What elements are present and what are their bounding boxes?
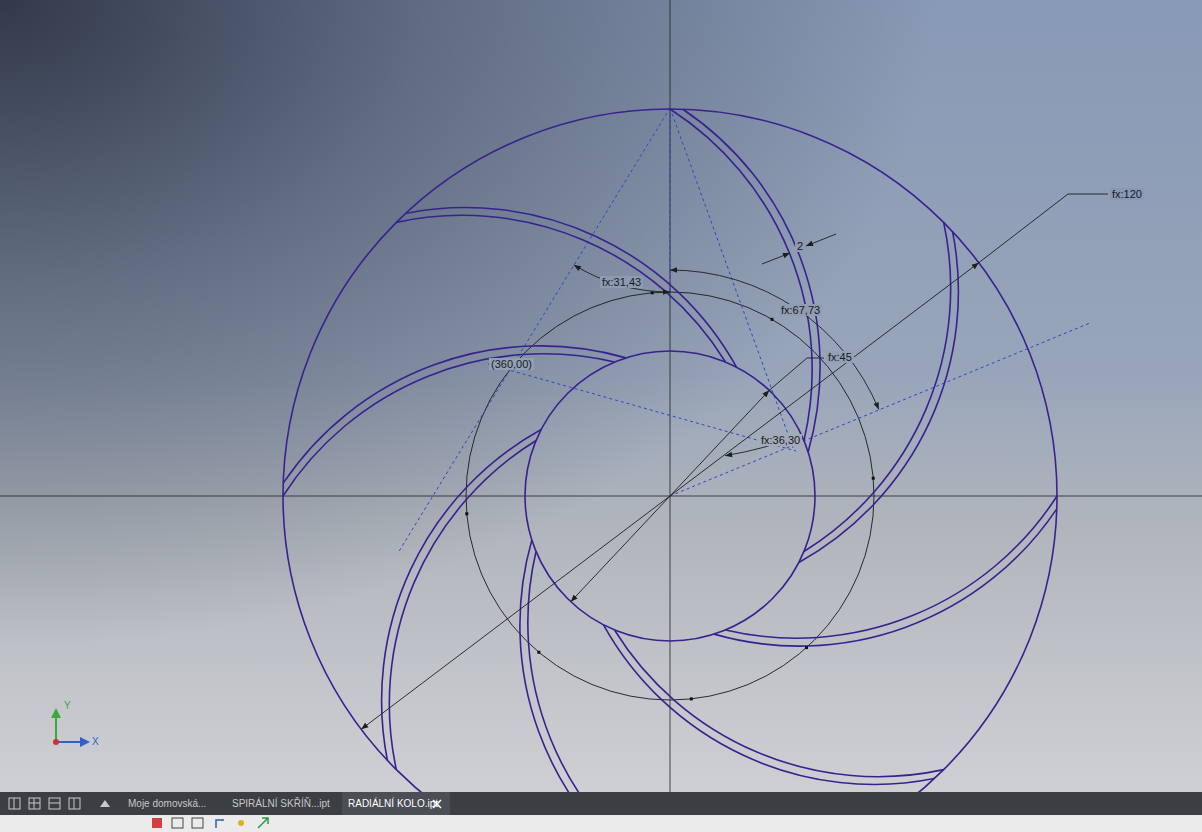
blade-line bbox=[799, 232, 959, 563]
linear-dimension bbox=[806, 234, 836, 246]
blade-line bbox=[382, 429, 542, 760]
x-axis-line bbox=[0, 496, 1202, 497]
view-icon bbox=[29, 803, 40, 804]
dimension-leader bbox=[979, 194, 1108, 263]
view-icon bbox=[9, 798, 20, 809]
sketch-point bbox=[872, 477, 875, 480]
dimension-value: fx:67,73 bbox=[779, 304, 822, 316]
hub-circle bbox=[525, 351, 815, 641]
tool-icon bbox=[216, 820, 224, 828]
blade-line bbox=[520, 540, 657, 832]
construction-circle bbox=[466, 292, 874, 700]
tab-menu-icon bbox=[100, 800, 110, 807]
sketch-point bbox=[805, 646, 808, 649]
diameter-dimension bbox=[571, 496, 670, 602]
sketch-point bbox=[771, 318, 774, 321]
diameter-dimension bbox=[670, 390, 769, 496]
view-icon bbox=[29, 798, 40, 809]
blade-line bbox=[406, 208, 737, 368]
y-axis-line bbox=[670, 0, 671, 792]
triad-y-axis bbox=[55, 716, 57, 742]
dimension-value: fx:120 bbox=[1110, 188, 1144, 200]
triad-x-axis bbox=[56, 741, 82, 743]
blade-line bbox=[389, 441, 536, 770]
tool-strip bbox=[0, 815, 1202, 832]
blade-line bbox=[714, 509, 1057, 646]
axis-label: X bbox=[92, 736, 99, 747]
dimension-value: fx:45 bbox=[826, 351, 854, 363]
triad-x-arrow bbox=[80, 737, 90, 747]
dimension-value: (360,00) bbox=[489, 358, 534, 370]
view-icon bbox=[49, 798, 60, 809]
blade-line bbox=[804, 222, 951, 551]
axis-label: Y bbox=[64, 700, 71, 711]
triad-y-arrow bbox=[51, 708, 61, 718]
blade-line bbox=[603, 625, 934, 785]
dimension-value: 2 bbox=[795, 240, 805, 252]
outer-circle bbox=[283, 109, 1057, 832]
blade-line bbox=[528, 551, 670, 832]
view-icon bbox=[69, 798, 80, 809]
tool-icon bbox=[172, 818, 183, 828]
diameter-dimension bbox=[670, 263, 979, 496]
construction-line bbox=[670, 108, 671, 292]
tab-label: RADIÁLNÍ KOLO.ipt bbox=[348, 798, 438, 809]
construction-line bbox=[488, 364, 796, 451]
view-icon bbox=[34, 798, 35, 809]
dimension-leader bbox=[769, 358, 824, 390]
tab-label: Moje domovská... bbox=[128, 798, 206, 809]
diameter-dimension bbox=[361, 496, 670, 729]
blade-line bbox=[683, 109, 820, 452]
construction-line bbox=[398, 108, 670, 553]
dimension-value: fx:36,30 bbox=[759, 434, 802, 446]
dimension-value: fx:31,43 bbox=[600, 276, 643, 288]
view-icon bbox=[14, 798, 15, 809]
view-icon bbox=[49, 803, 60, 804]
tool-icon bbox=[258, 818, 268, 828]
tool-icon bbox=[238, 820, 244, 826]
tool-icon bbox=[152, 818, 162, 828]
sketch-point bbox=[537, 651, 540, 654]
sketch-point bbox=[690, 697, 693, 700]
tool-icon bbox=[192, 818, 203, 828]
view-icon bbox=[74, 798, 75, 809]
linear-dimension bbox=[762, 253, 790, 264]
angle-dimension bbox=[574, 265, 670, 292]
blade-line bbox=[615, 630, 944, 777]
tab-label: SPIRÁLNÍ SKŘÍŇ...ipt bbox=[232, 798, 330, 809]
sketch-point bbox=[465, 512, 468, 515]
blade-line bbox=[396, 215, 725, 362]
triad-origin bbox=[53, 739, 59, 745]
blade-line bbox=[283, 346, 626, 483]
angle-dimension bbox=[670, 270, 879, 410]
angle-dimension bbox=[725, 434, 802, 455]
construction-line bbox=[670, 323, 1090, 496]
